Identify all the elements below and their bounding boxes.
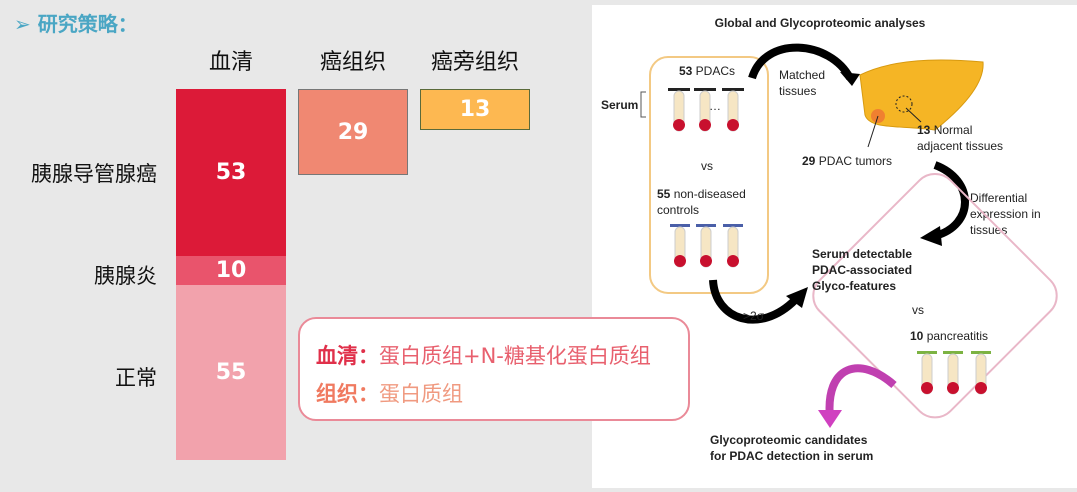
vs-label-2: vs: [912, 303, 924, 317]
candidates-label: Glycoproteomic candidates: [710, 433, 868, 447]
control-label: controls: [657, 203, 699, 217]
serum-pancreatitis-block: 10: [176, 256, 286, 285]
matched-label: Matched: [779, 68, 825, 82]
section-title: ➢ 研究策略：: [14, 12, 138, 36]
column-header-cancer-tissue: 癌组织: [319, 50, 386, 75]
candidates-label-2: for PDAC detection in serum: [710, 449, 873, 463]
differential-label: Differential: [970, 191, 1027, 205]
adjacent-tissue-block: 13: [420, 89, 530, 130]
matched-label-2: tissues: [779, 84, 816, 98]
normal-count: 13 Normal: [917, 123, 972, 137]
tumor-count: 29 PDAC tumors: [802, 154, 892, 168]
detect-label: Serum detectable: [812, 247, 912, 261]
row-label-pdac: 胰腺导管腺癌: [31, 162, 157, 186]
control-tubes: [670, 224, 743, 268]
control-count: 55 non-diseased: [657, 187, 746, 201]
serum-group-box: [649, 56, 769, 294]
sigma-arrow: [709, 279, 798, 324]
cancer-tissue-block: 29: [298, 89, 408, 175]
figure-title: Global and Glycoproteomic analyses: [715, 16, 926, 30]
serum-pdac-block: 53: [176, 89, 286, 256]
serum-normal-block: 55: [176, 285, 286, 460]
candidates-arrow: [825, 364, 897, 419]
differential-arrow: [933, 161, 969, 240]
detect-label-3: Glyco-features: [812, 279, 896, 293]
row-label-pancreatitis: 胰腺炎: [94, 264, 157, 288]
serum-label: Serum: [601, 98, 638, 112]
pancreatitis-count: 10 pancreatitis: [910, 329, 988, 343]
tissue-label: 组织：: [316, 382, 379, 406]
omics-callout: 血清：蛋白质组+N-糖基化蛋白质组 组织：蛋白质组: [298, 317, 690, 421]
serum-omics: 蛋白质组+N-糖基化蛋白质组: [379, 344, 651, 368]
row-label-normal: 正常: [115, 366, 157, 390]
sigma-label: >2σ: [743, 309, 765, 323]
tissue-omics: 蛋白质组: [379, 382, 463, 406]
normal-site-icon: [895, 95, 913, 113]
pdac-tubes: [668, 88, 744, 132]
comparison-box: [812, 173, 1058, 419]
pancreas-illustration: [859, 59, 984, 131]
pdac-count: 53 PDACs: [679, 64, 735, 78]
serum-label: 血清：: [316, 344, 379, 368]
differential-label-3: tissues: [970, 223, 1007, 237]
column-header-serum: 血清: [208, 50, 253, 75]
detect-label-2: PDAC-associated: [812, 263, 912, 277]
vs-label: vs: [701, 159, 713, 173]
ellipsis: …: [709, 99, 721, 113]
column-header-adjacent-tissue: 癌旁组织: [430, 50, 519, 75]
pancreatitis-tubes: [917, 351, 991, 395]
normal-label: adjacent tissues: [917, 139, 1003, 153]
matched-arrow: [748, 43, 854, 81]
